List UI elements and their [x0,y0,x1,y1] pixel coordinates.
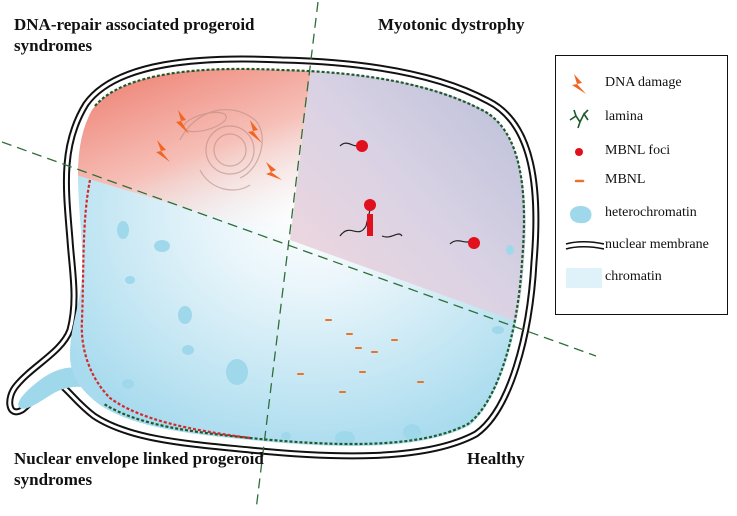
heterochromatin-blobs [117,221,514,445]
title-healthy: Healthy [467,449,525,468]
legend-label: DNA damage [605,75,682,90]
lightning-icon [572,74,586,94]
legend-label: nuclear membrane [605,237,709,252]
legend-label: lamina [605,109,644,124]
legend-label: MBNL [605,172,646,187]
double-line-icon [565,240,604,250]
legend-item-mbnl: MBNL [556,169,726,193]
mbnl-foci-group [339,140,480,249]
mbnl-dashes [297,319,424,393]
legend-label: MBNL foci [605,143,671,158]
myotonic-region [290,68,526,330]
orange-dash-icon [574,179,585,183]
nucleus-interior [70,68,526,446]
quadrant-dividers [1,1,597,511]
title-nuclear-envelope: Nuclear envelope linked progeroid syndro… [14,449,264,489]
legend-item-nuclear-membrane: nuclear membrane [556,234,726,258]
lamina-rim [94,67,526,446]
legend-item-heterochromatin: heterochromatin [556,202,726,226]
legend-item-lamina: lamina [556,106,726,130]
title-myotonic: Myotonic dystrophy [378,15,525,34]
nuclear-membrane [6,55,540,460]
nuclear-envelope-lamina [80,179,251,440]
legend-label: chromatin [605,269,662,284]
legend-item-dna-damage: DNA damage [556,72,726,96]
dna-damage-bolts [156,110,282,180]
legend-label: heterochromatin [605,205,697,220]
dna-damage-region [70,68,312,240]
legend: DNA damage lamina MBNL foci MBNL heteroc… [555,55,728,315]
red-dot-icon [575,148,583,156]
lamina-icon [569,109,589,129]
legend-item-chromatin: chromatin [556,266,726,290]
legend-item-mbnl-foci: MBNL foci [556,140,726,164]
light-blue-square-icon [566,268,602,288]
blue-blob-icon [570,206,592,224]
title-dna-repair: DNA-repair associated progeroid syndrome… [14,15,255,55]
